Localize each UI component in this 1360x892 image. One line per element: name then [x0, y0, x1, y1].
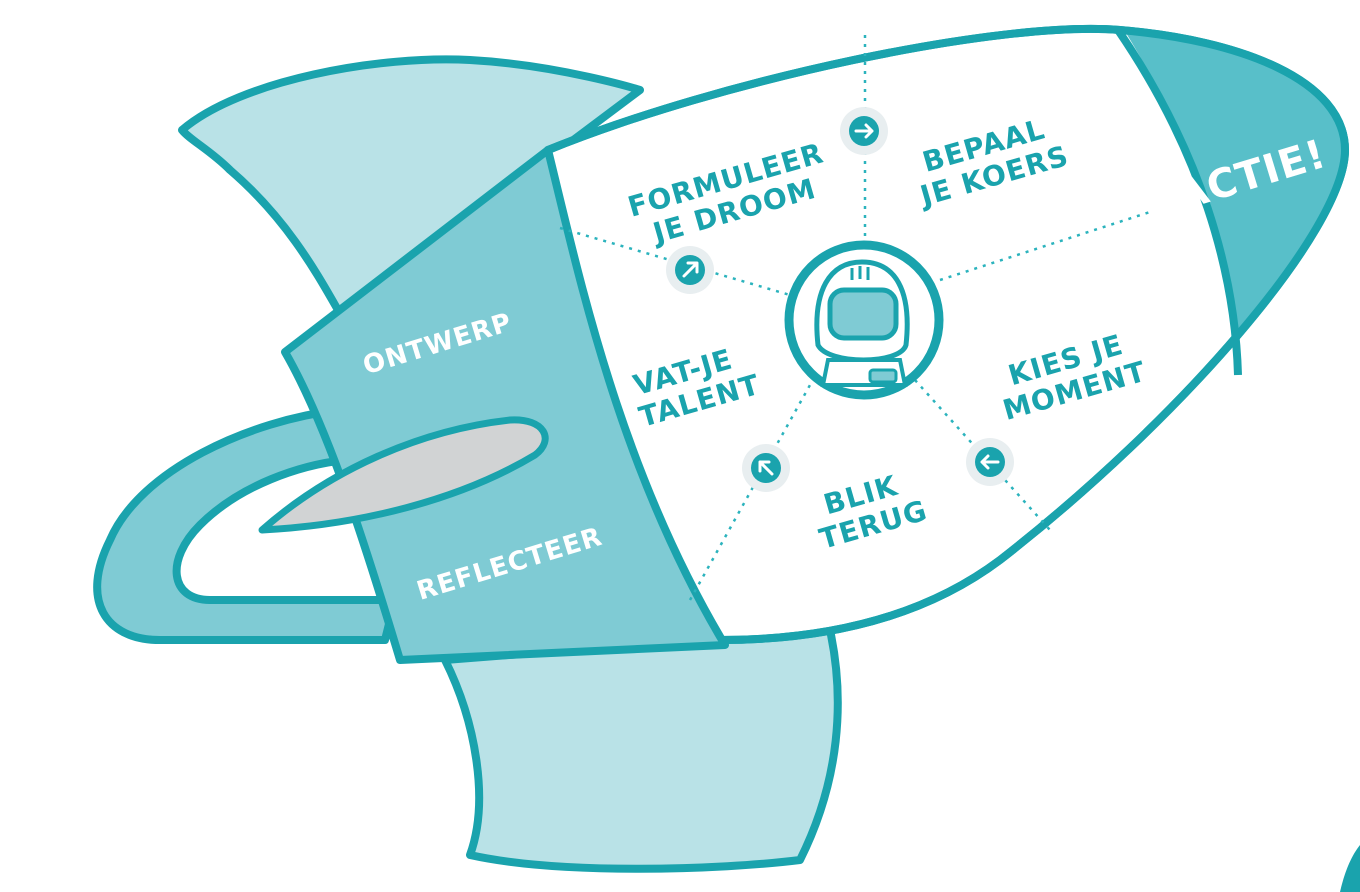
arrow-left-icon — [966, 438, 1014, 486]
arrow-up-right-icon — [666, 246, 714, 294]
arrow-up-left-icon — [742, 444, 790, 492]
band-section — [281, 146, 729, 664]
window-blade — [258, 416, 549, 534]
corner-accent — [1340, 845, 1360, 892]
left-fin — [93, 406, 399, 644]
bottom-fin — [441, 626, 842, 873]
top-fin — [178, 55, 644, 334]
astronaut-icon — [784, 240, 944, 400]
arrow-right-icon — [840, 107, 888, 155]
